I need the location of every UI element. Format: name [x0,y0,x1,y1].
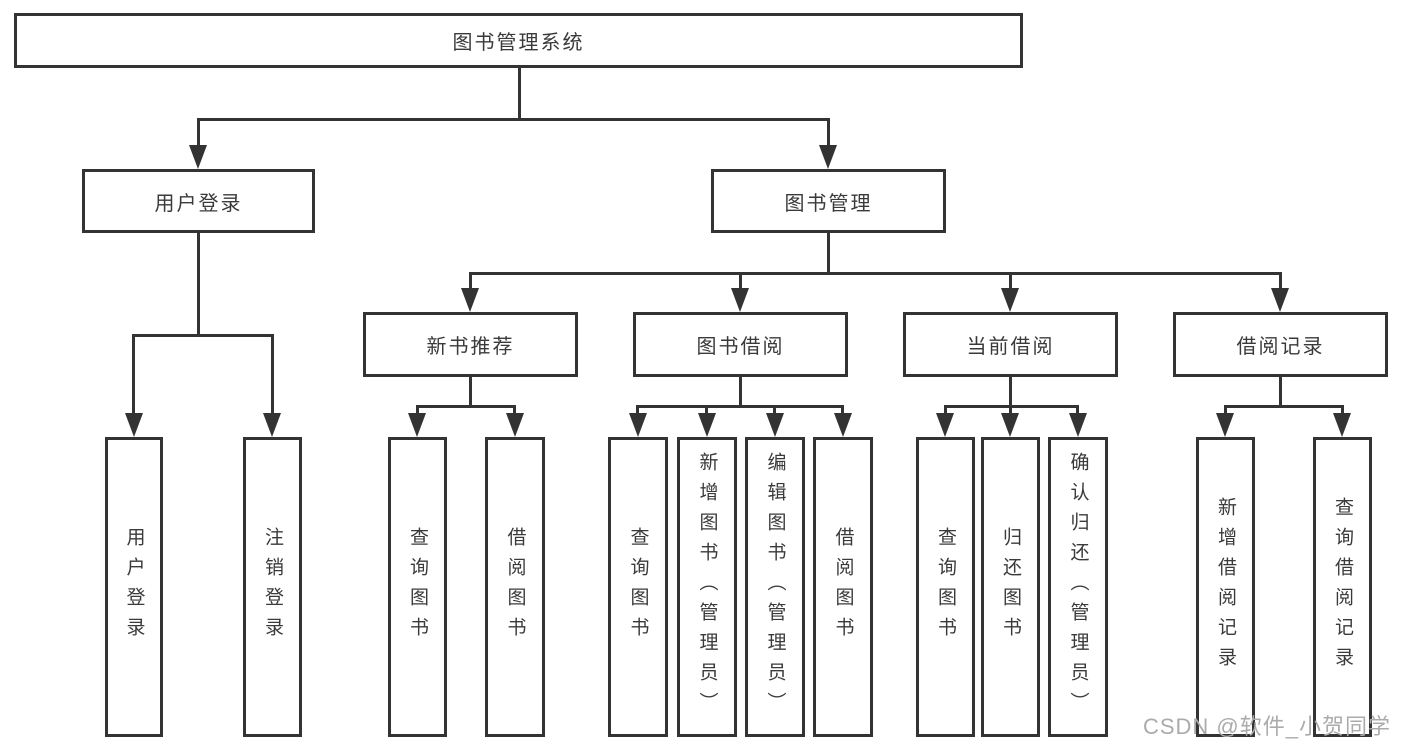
node-root: 图书管理系统 [14,13,1023,68]
connector-line-v [197,118,200,146]
connector-line-h [133,334,274,337]
connector-line-v [416,405,419,415]
connector-line-v [271,334,274,416]
node-borrow-records: 借阅记录 [1173,312,1388,377]
connector-line-v [773,405,776,415]
node-book-management-label: 图书管理 [784,192,873,215]
leaf-borrow-edit-books-admin: 编辑图书（管理员） [745,437,805,737]
arrow-down-icon [408,413,426,437]
arrow-down-icon [629,413,647,437]
arrow-down-icon [731,288,749,312]
node-book-borrow: 图书借阅 [633,312,848,377]
node-user-login-label: 用户登录 [154,192,243,215]
connector-line-v [1076,405,1079,415]
arrow-down-icon [1333,413,1351,437]
leaf-current-query-books: 查询图书 [916,437,975,737]
arrow-down-icon [766,413,784,437]
leaf-borrow-add-books-admin-label: 新增图书（管理员） [696,452,718,722]
connector-line-v [1279,272,1282,290]
arrow-down-icon [189,145,207,169]
node-book-borrow-label: 图书借阅 [696,336,785,358]
csdn-watermark: CSDN @软件_小贺同学 [1142,714,1391,739]
arrow-down-icon [1069,413,1087,437]
connector-line-v [197,233,200,337]
connector-line-v [469,377,472,408]
arrow-down-icon [1001,288,1019,312]
leaf-records-add-record-label: 新增借阅记录 [1215,497,1236,677]
leaf-borrow-add-books-admin: 新增图书（管理员） [677,437,737,737]
connector-line-v [1279,377,1282,408]
leaf-newrec-borrow-books: 借阅图书 [485,437,545,737]
node-borrow-records-label: 借阅记录 [1236,336,1325,358]
arrow-down-icon [1271,288,1289,312]
arrow-down-icon [125,413,143,437]
leaf-current-confirm-return-admin-label: 确认归还（管理员） [1067,452,1089,722]
connector-line-v [1224,405,1227,415]
connector-line-h [637,405,844,408]
arrow-down-icon [819,145,837,169]
leaf-borrow-query-books-label: 查询图书 [627,527,649,647]
connector-line-v [944,405,947,415]
leaf-borrow-query-books: 查询图书 [608,437,668,737]
connector-line-h [197,118,830,121]
connector-line-v [513,405,516,415]
leaf-newrec-query-books: 查询图书 [388,437,447,737]
leaf-newrec-query-books-label: 查询图书 [407,527,428,647]
leaf-current-return-books-label: 归还图书 [1000,527,1021,647]
arrow-down-icon [834,413,852,437]
connector-line-v [1341,405,1344,415]
leaf-current-query-books-label: 查询图书 [935,527,956,647]
arrow-down-icon [936,413,954,437]
connector-line-v [469,272,472,290]
connector-line-v [827,118,830,146]
leaf-borrow-edit-books-admin-label: 编辑图书（管理员） [764,452,786,722]
connector-line-v [1009,377,1012,408]
arrow-down-icon [506,413,524,437]
connector-line-v [705,405,708,415]
connector-line-v [739,377,742,408]
connector-line-h [416,405,516,408]
arrow-down-icon [1001,413,1019,437]
node-current-borrow: 当前借阅 [903,312,1118,377]
connector-line-v [132,334,135,416]
leaf-borrow-borrow-books: 借阅图书 [813,437,873,737]
connector-line-h [1224,405,1344,408]
node-new-book-recommend: 新书推荐 [363,312,578,377]
connector-line-v [739,272,742,290]
connector-line-v [1009,272,1012,290]
connector-line-h [469,272,1282,275]
connector-line-v [1009,405,1012,415]
leaf-newrec-borrow-books-label: 借阅图书 [504,527,526,647]
leaf-current-return-books: 归还图书 [981,437,1040,737]
arrow-down-icon [698,413,716,437]
arrow-down-icon [461,288,479,312]
leaf-borrow-borrow-books-label: 借阅图书 [832,527,854,647]
arrow-down-icon [1216,413,1234,437]
leaf-user-login: 用户登录 [105,437,163,737]
connector-line-v [636,405,639,415]
node-current-borrow-label: 当前借阅 [966,336,1055,358]
connector-line-v [827,233,830,275]
leaf-records-query-record-label: 查询借阅记录 [1332,497,1353,677]
connector-line-v [518,68,521,121]
node-book-management: 图书管理 [711,169,946,233]
leaf-current-confirm-return-admin: 确认归还（管理员） [1048,437,1108,737]
connector-line-v [841,405,844,415]
node-user-login: 用户登录 [82,169,315,233]
node-root-label: 图书管理系统 [452,32,585,54]
arrow-down-icon [263,413,281,437]
leaf-records-query-record: 查询借阅记录 [1313,437,1372,737]
leaf-logout-label: 注销登录 [262,527,283,647]
leaf-logout: 注销登录 [243,437,302,737]
leaf-user-login-label: 用户登录 [123,527,145,647]
leaf-records-add-record: 新增借阅记录 [1196,437,1255,737]
node-new-book-recommend-label: 新书推荐 [426,336,515,358]
